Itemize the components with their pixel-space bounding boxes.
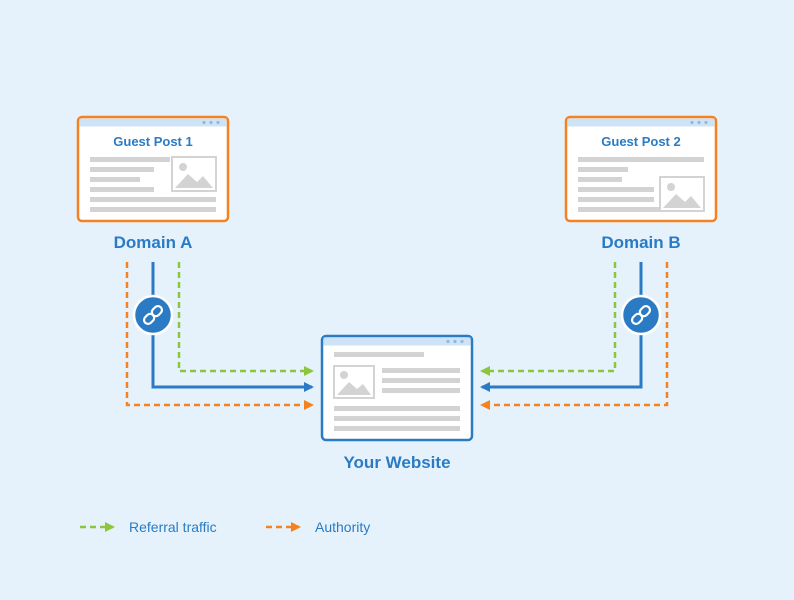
authority-line-b — [480, 262, 669, 410]
image-placeholder-icon — [659, 176, 705, 212]
authority-line-a — [125, 262, 314, 410]
legend-authority: Authority — [266, 519, 370, 535]
referral-line-b — [480, 262, 617, 376]
guest-post-1-title: Guest Post 1 — [113, 134, 192, 149]
image-placeholder-icon — [333, 365, 375, 399]
referral-line-a — [177, 262, 314, 376]
window-dots-icon — [446, 339, 464, 344]
link-line-a — [151, 262, 314, 392]
domain-a-label: Domain A — [114, 233, 193, 252]
window-dots-icon — [690, 120, 708, 125]
legend-referral-label: Referral traffic — [129, 519, 217, 535]
guest-post-2-title: Guest Post 2 — [601, 134, 680, 149]
window-dots-icon — [202, 120, 220, 125]
link-line-b — [480, 262, 643, 392]
legend: Referral traffic Authority — [80, 519, 370, 535]
legend-referral: Referral traffic — [80, 519, 217, 535]
legend-authority-label: Authority — [315, 519, 370, 535]
your-website-card — [320, 334, 474, 442]
image-placeholder-icon — [171, 156, 217, 192]
guest-post-2-card: Guest Post 2 — [564, 115, 718, 223]
domain-b-label: Domain B — [601, 233, 680, 252]
guest-post-1-card: Guest Post 1 — [76, 115, 230, 223]
your-website-label: Your Website — [343, 453, 450, 472]
link-icon — [620, 294, 662, 336]
link-icon — [132, 294, 174, 336]
